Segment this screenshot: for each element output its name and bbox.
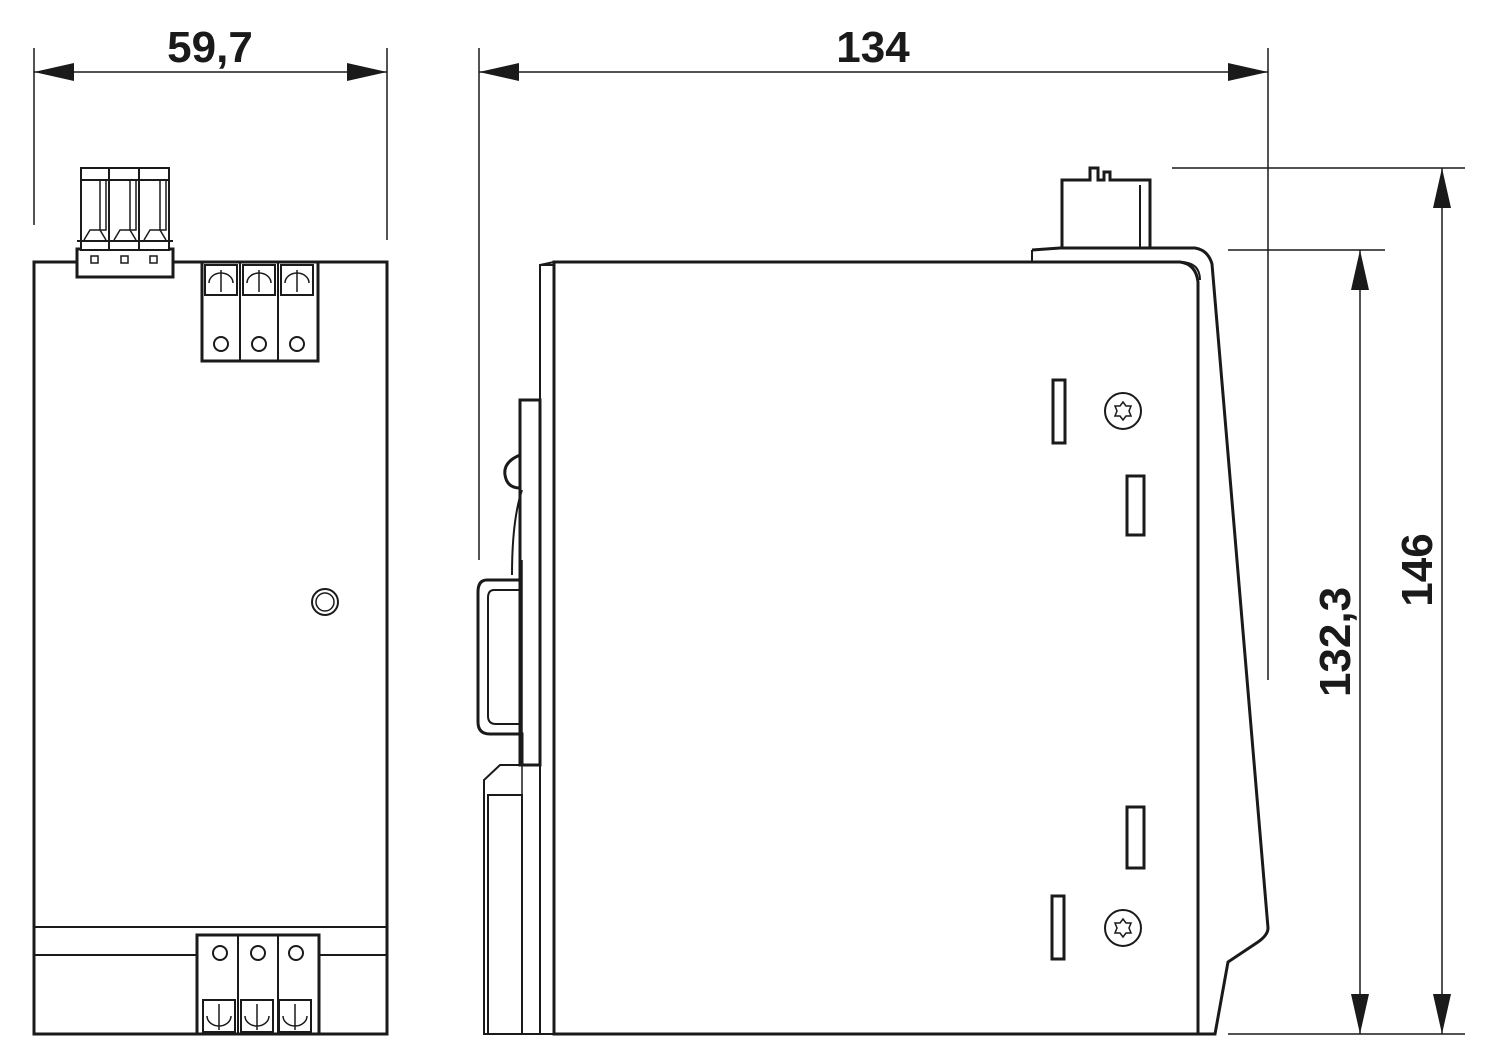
vent-slot: [1125, 805, 1146, 870]
dimension-width-front: 59,7: [34, 23, 387, 81]
front-housing: [32, 260, 389, 1036]
dimension-height-body: 132,3: [1311, 250, 1369, 1034]
dimension-label-height-body: 132,3: [1311, 587, 1360, 697]
side-plug-connector: [1060, 166, 1152, 248]
torx-screw-icon: [1104, 392, 1142, 430]
height-dimensions: 132,3 146: [1172, 167, 1465, 1035]
dimension-label-width: 59,7: [167, 23, 253, 72]
side-features: [1050, 378, 1146, 961]
dimension-label-depth: 134: [836, 23, 910, 72]
dimension-height-total: 146: [1393, 168, 1451, 1034]
side-housing: [539, 246, 1270, 1036]
side-view: 134: [476, 23, 1270, 1036]
vent-slot: [1125, 474, 1146, 537]
signal-plug-connector: [75, 167, 175, 279]
din-rail-clip: [476, 398, 542, 1035]
vent-slot: [1050, 894, 1066, 961]
bottom-terminal-block: [195, 933, 321, 1036]
potentiometer: [311, 588, 339, 616]
torx-screw-icon: [1104, 909, 1142, 947]
top-terminal-block: [200, 260, 320, 363]
dimension-depth: 134: [479, 23, 1268, 81]
dimension-label-height-total: 146: [1393, 533, 1442, 606]
front-view: 59,7: [32, 23, 389, 1036]
vent-slot: [1051, 378, 1067, 445]
